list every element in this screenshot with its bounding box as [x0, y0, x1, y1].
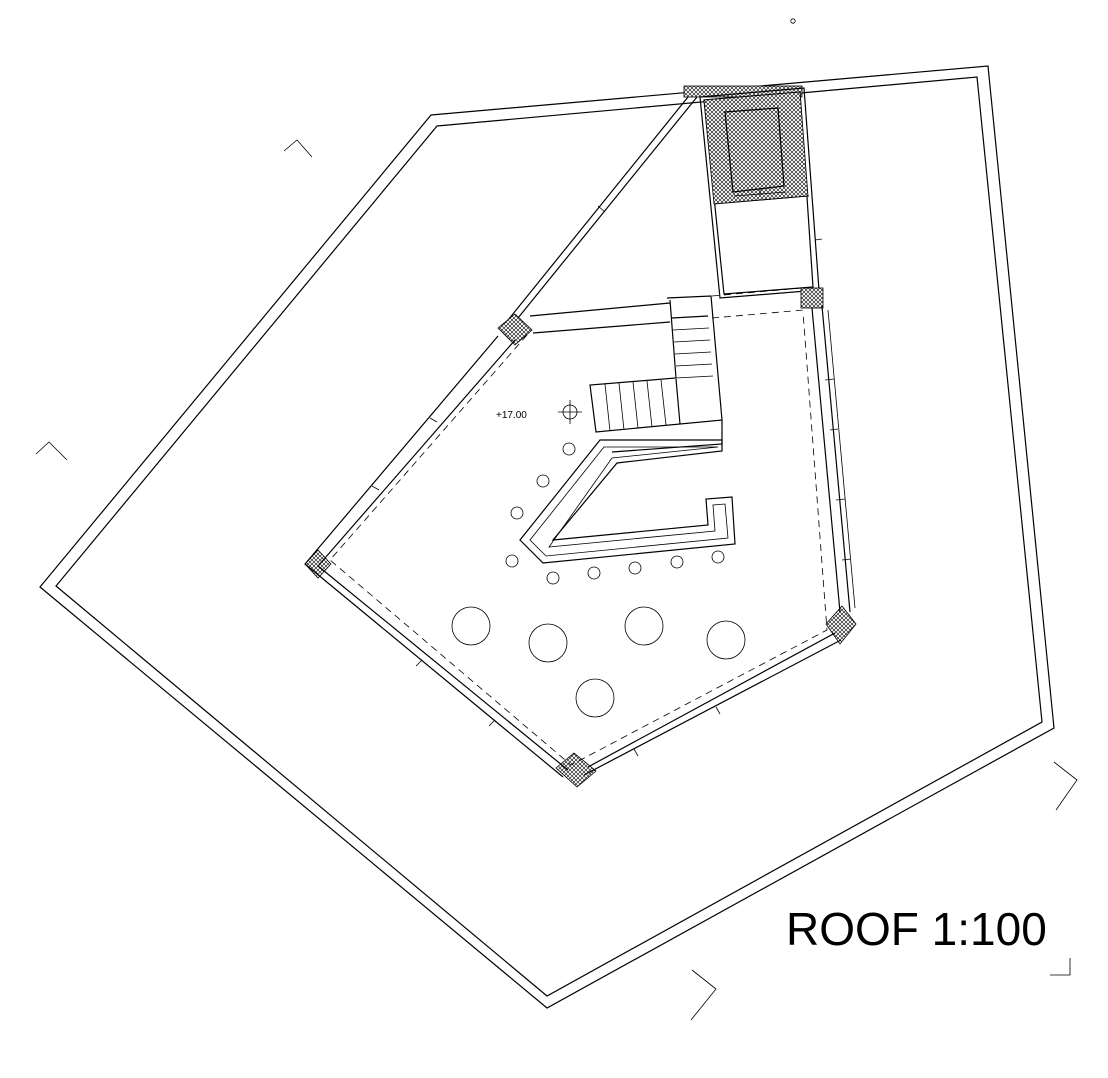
corridor: [529, 287, 805, 334]
corner-marks: [35, 139, 1078, 1021]
elevation-label: +17.00: [496, 410, 527, 421]
round-tables: [451, 606, 746, 718]
outer-parapet: [39, 65, 1055, 1009]
inner-dashed-boundary: [329, 311, 828, 766]
survey-marker: [790, 18, 796, 24]
lift-core: [699, 87, 820, 299]
terrace-edge: [304, 305, 856, 778]
drawing-title: ROOF 1:100: [786, 903, 1047, 955]
diagonal-wall: [499, 96, 698, 331]
staircase: [589, 295, 723, 453]
bar-stools: [505, 442, 725, 585]
elevation-marker: +17.00: [496, 400, 582, 424]
bar-counter: [519, 439, 736, 564]
edge-ticks: [371, 238, 852, 757]
